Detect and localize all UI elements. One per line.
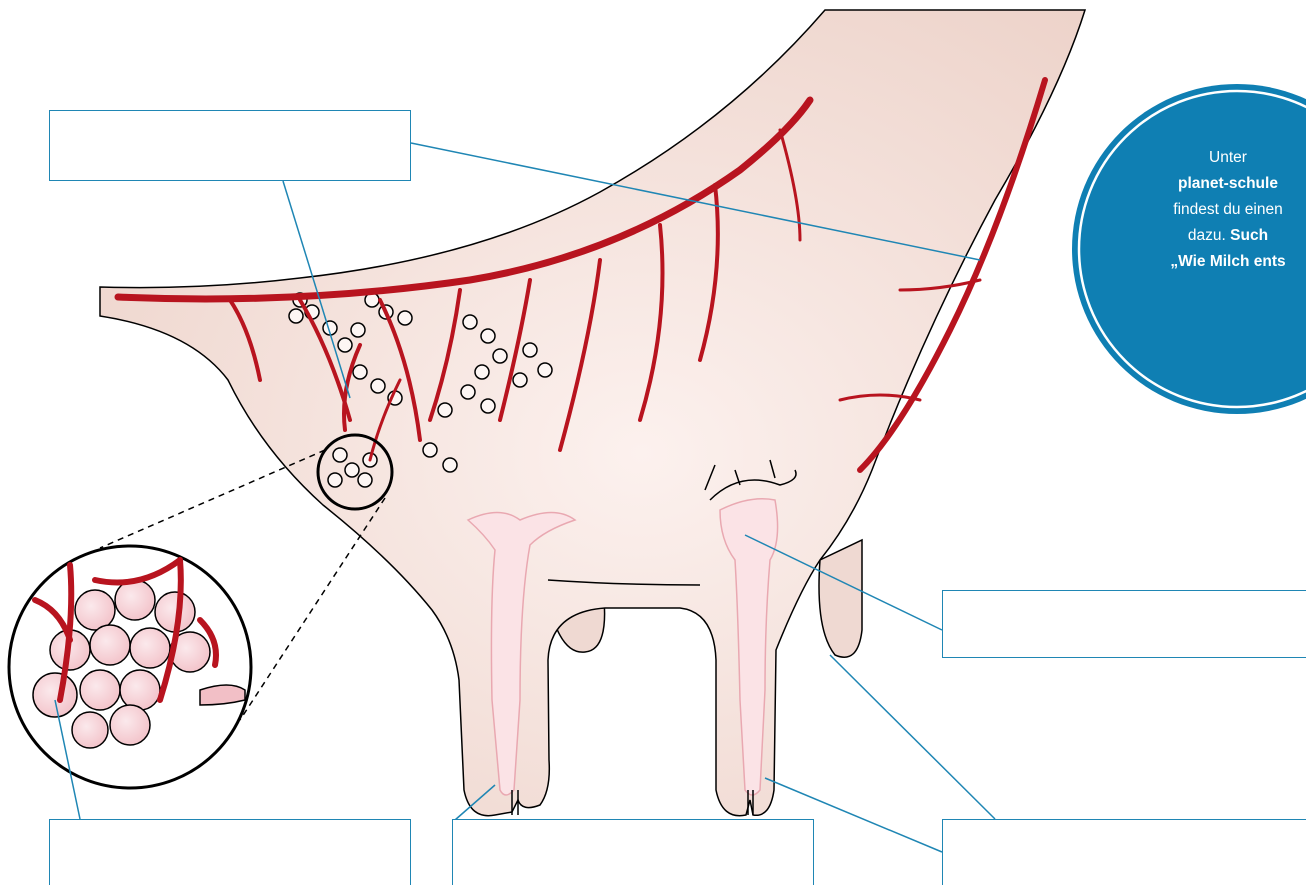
magnified-alveoli (9, 546, 251, 788)
info-line-4-plain: dazu. (1188, 227, 1230, 244)
info-line-1: Unter (1073, 145, 1306, 171)
info-text: Unter planet-schule findest du einen daz… (1073, 145, 1306, 275)
zoom-dashed-line-top (100, 450, 325, 548)
info-line-2[interactable]: planet-schule (1073, 171, 1306, 197)
info-line-4-bold: Such (1230, 227, 1268, 244)
rear-teat-right (819, 540, 862, 657)
info-line-3: findest du einen (1073, 197, 1306, 223)
label-box-teat-canal-right[interactable] (942, 819, 1306, 885)
label-box-udder-top[interactable] (49, 110, 411, 181)
info-line-5: „Wie Milch ents (1073, 249, 1306, 275)
info-search-term: „Wie Milch ents (1170, 253, 1285, 270)
label-box-teat-canal-left[interactable] (452, 819, 814, 885)
label-box-alveoli[interactable] (49, 819, 411, 885)
info-badge: Unter planet-schule findest du einen daz… (1073, 87, 1306, 412)
info-line-4: dazu. Such (1073, 223, 1306, 249)
label-box-cistern[interactable] (942, 590, 1306, 658)
info-link-planet-schule[interactable]: planet-schule (1178, 175, 1278, 192)
